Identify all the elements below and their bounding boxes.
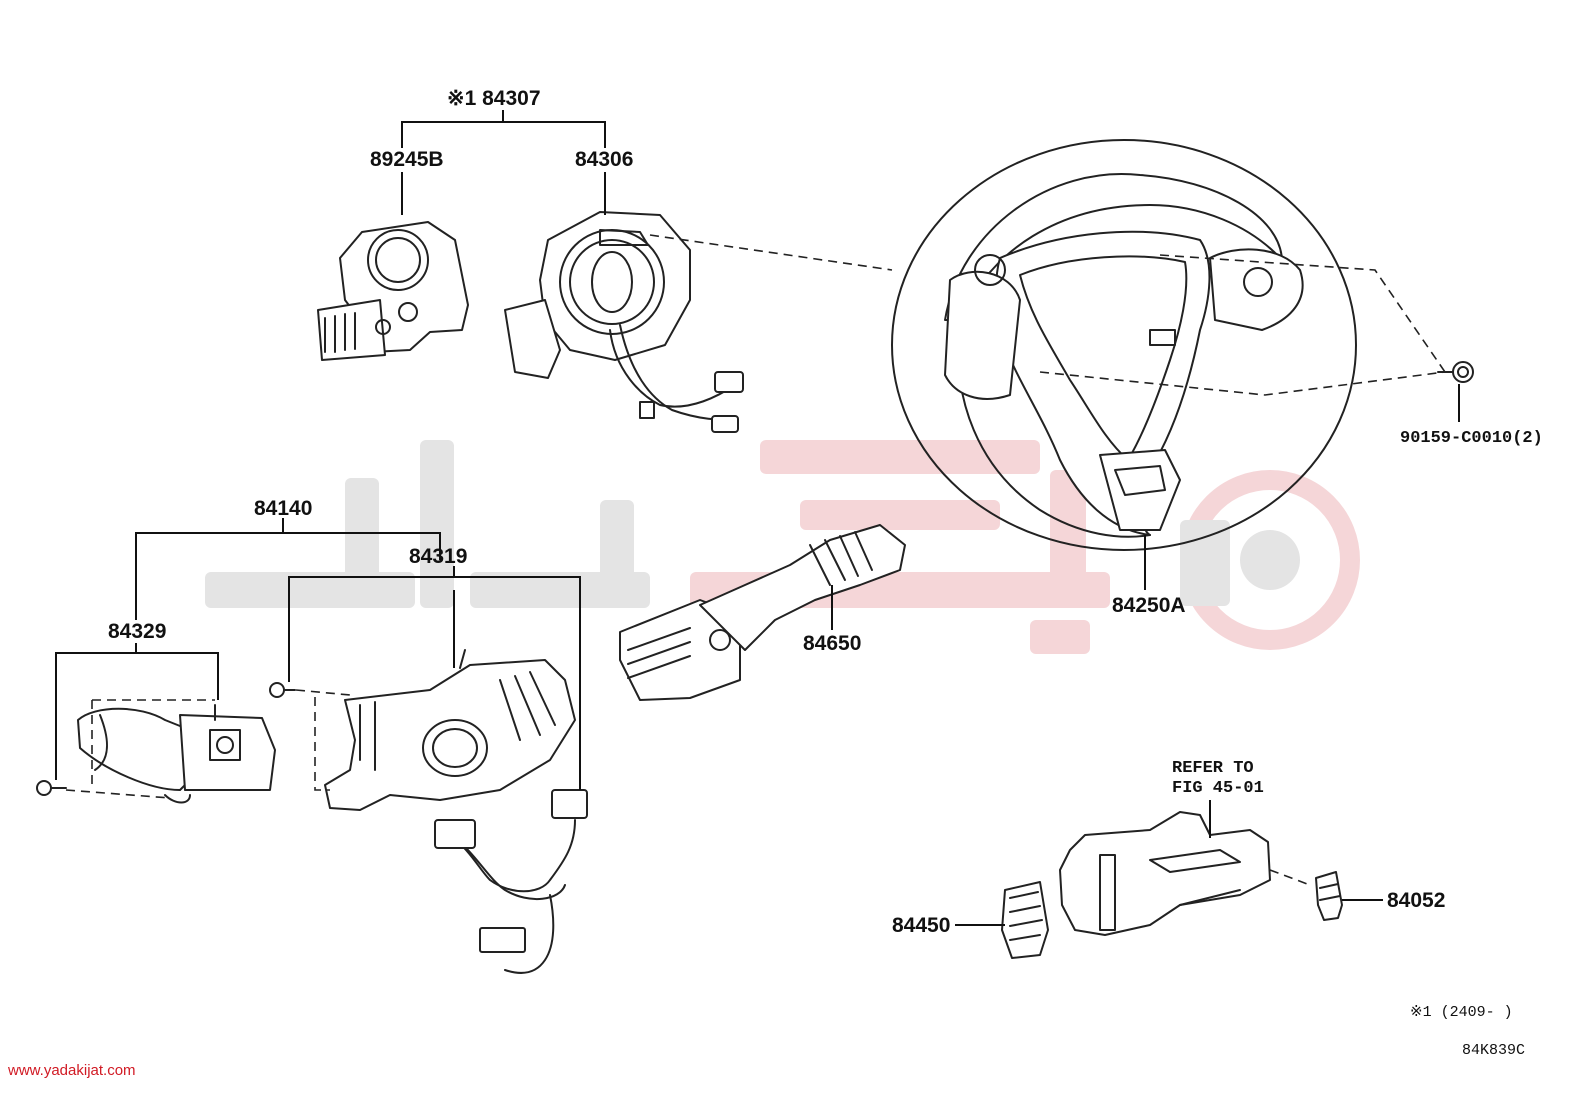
leader-lines bbox=[55, 110, 1460, 926]
watermark-logo bbox=[205, 440, 1360, 654]
footnote: ※1 (2409- ) bbox=[1410, 1004, 1513, 1021]
label-refer-line2: FIG 45-01 bbox=[1172, 779, 1264, 798]
label-84306: 84306 bbox=[575, 148, 633, 171]
part-84329-turn-switch bbox=[77, 704, 276, 804]
label-84307: ※1 84307 bbox=[447, 87, 541, 110]
part-89245B-steering-sensor bbox=[317, 221, 469, 361]
part-84450-ignition-switch bbox=[1001, 881, 1049, 959]
label-84450: 84450 bbox=[892, 914, 950, 937]
label-84052: 84052 bbox=[1387, 889, 1445, 912]
part-84319-screw bbox=[269, 682, 296, 698]
label-84650: 84650 bbox=[803, 632, 861, 655]
watermark-site-url: www.yadakijat.com bbox=[8, 1062, 136, 1079]
part-84650-wiper-switch bbox=[619, 524, 906, 701]
part-90159-screw bbox=[1437, 361, 1474, 383]
part-84306-spiral-cable bbox=[504, 211, 744, 433]
label-84329: 84329 bbox=[108, 620, 166, 643]
dashed-lines bbox=[65, 234, 1446, 886]
label-89245B: 89245B bbox=[370, 148, 444, 171]
part-84329-screw bbox=[36, 780, 67, 796]
diagram-code: 84K839C bbox=[1462, 1042, 1525, 1059]
label-refer-line1: REFER TO bbox=[1172, 759, 1254, 778]
label-84319: 84319 bbox=[409, 545, 467, 568]
label-84250A: 84250A bbox=[1112, 594, 1186, 617]
label-90159: 90159-C0010(2) bbox=[1400, 429, 1543, 448]
part-steering-column-lock bbox=[1059, 811, 1271, 936]
label-84140: 84140 bbox=[254, 497, 312, 520]
part-84250A-steering-wheel bbox=[891, 139, 1357, 551]
part-84052-switch bbox=[1315, 871, 1343, 921]
part-84319-switch-body bbox=[324, 649, 588, 974]
